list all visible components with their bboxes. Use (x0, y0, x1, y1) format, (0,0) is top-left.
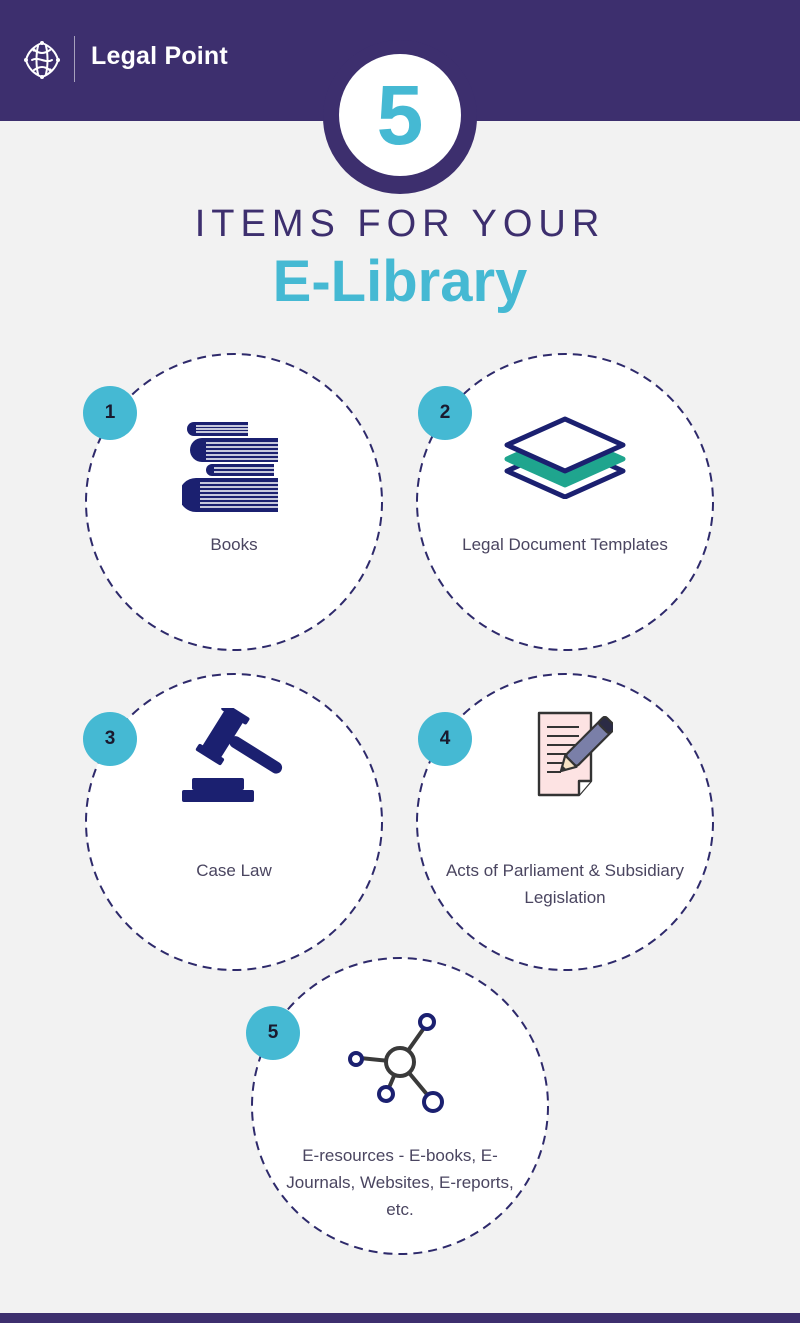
item-number-2: 2 (418, 386, 472, 440)
item-card-case-law (84, 672, 384, 972)
logo-icon (24, 41, 60, 79)
item-card-e-resources (250, 956, 550, 1256)
item-card-acts (415, 672, 715, 972)
layers-icon (504, 416, 626, 499)
item-number-4: 4 (418, 712, 472, 766)
dashed-ring (251, 957, 549, 1255)
item-number-5: 5 (246, 1006, 300, 1060)
gavel-icon (182, 708, 283, 802)
item-label-4: Acts of Parliament & Subsidiary Legislat… (445, 861, 685, 907)
brand-name: Legal Point (91, 42, 228, 70)
document-pen-icon (537, 711, 613, 797)
dashed-ring (416, 353, 714, 651)
dashed-ring (416, 673, 714, 971)
network-icon (348, 1013, 444, 1113)
hero-badge (339, 54, 461, 176)
item-number-1: 1 (83, 386, 137, 440)
item-label-1: Books (210, 535, 258, 554)
hero-number: 5 (376, 68, 424, 162)
title-top: ITEMS FOR YOUR (194, 203, 606, 245)
item-label-5: E-resources - E-books, E-Journals, Websi… (286, 1146, 514, 1219)
item-label-3: Case Law (196, 861, 272, 880)
books-icon (182, 422, 278, 512)
dashed-ring (85, 673, 383, 971)
footer-bar (0, 1313, 800, 1323)
item-label-2: Legal Document Templates (462, 535, 668, 554)
logo-divider (74, 36, 75, 82)
item-number-3: 3 (83, 712, 137, 766)
item-card-templates (415, 352, 715, 652)
page-title: E-Library (272, 249, 528, 314)
